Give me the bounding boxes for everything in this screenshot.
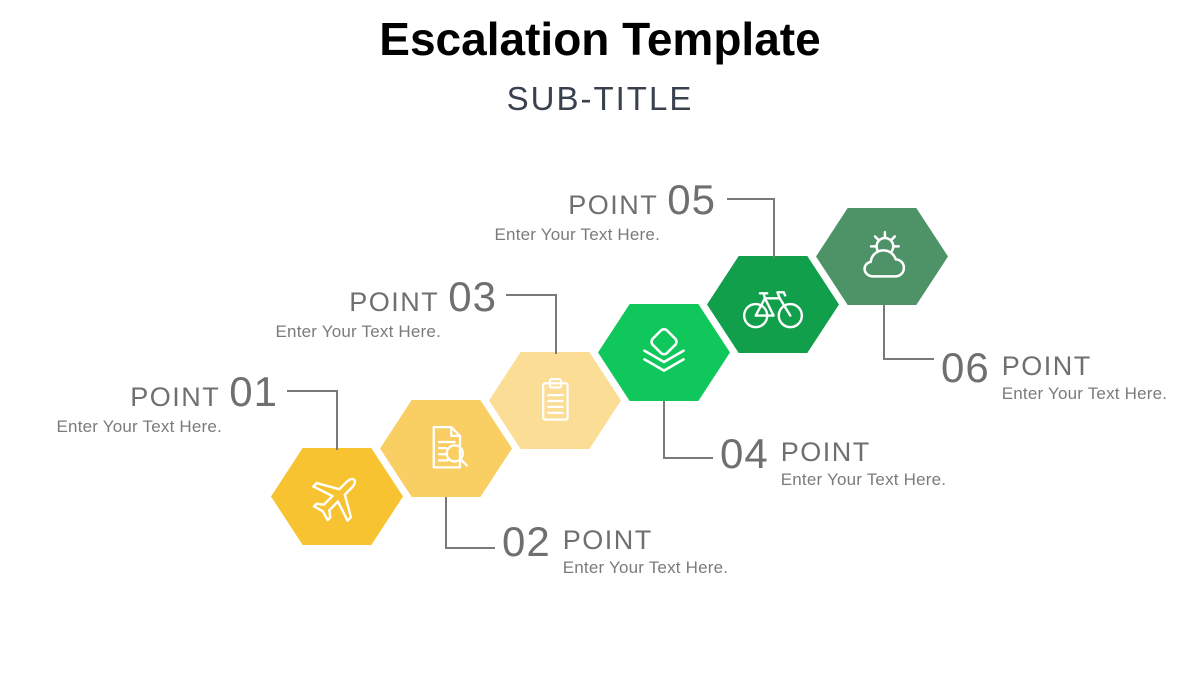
bicycle-icon: [742, 290, 804, 328]
callout-point-2: 02 POINT Enter Your Text Here.: [502, 518, 728, 578]
connector-point-2: [445, 497, 495, 549]
hexagon-step-2: [380, 400, 512, 497]
point-5-heading: POINT 05: [456, 176, 716, 223]
point-2-text: Enter Your Text Here.: [562, 558, 729, 577]
point-5-text: Enter Your Text Here.: [494, 224, 660, 244]
connector-point-3: [506, 294, 557, 354]
hexagon-step-6: [816, 208, 948, 305]
callout-point-4: 04 POINT Enter Your Text Here.: [720, 430, 946, 490]
point-6-label: POINT: [1001, 351, 1092, 381]
point-1-number: 01: [229, 368, 278, 415]
point-3-heading: POINT 03: [237, 273, 497, 320]
point-5-number: 05: [667, 176, 716, 223]
point-4-label: POINT: [780, 437, 871, 467]
point-6-heading: POINT Enter Your Text Here.: [1002, 347, 1167, 404]
clipboard-icon: [542, 377, 569, 421]
document-search-icon: [432, 425, 469, 469]
slide-title: Escalation Template: [379, 13, 821, 65]
point-3-text: Enter Your Text Here.: [275, 321, 441, 341]
airplane-icon: [312, 477, 357, 522]
callout-point-5: POINT 05 Enter Your Text Here.: [456, 176, 716, 245]
hexagon-step-1: [271, 448, 403, 545]
point-1-text: Enter Your Text Here.: [56, 416, 222, 436]
point-2-heading: POINT Enter Your Text Here.: [563, 521, 728, 578]
connector-point-1: [287, 390, 338, 450]
point-4-text: Enter Your Text Here.: [780, 470, 947, 489]
point-2-number: 02: [502, 518, 551, 565]
sun-cloud-icon: [863, 230, 906, 278]
point-6-text: Enter Your Text Here.: [1001, 384, 1168, 403]
callout-point-6: 06 POINT Enter Your Text Here.: [941, 344, 1167, 404]
point-3-number: 03: [448, 273, 497, 320]
hexagon-step-4: [598, 304, 730, 401]
hexagon-step-5: [707, 256, 839, 353]
point-4-heading: POINT Enter Your Text Here.: [781, 433, 946, 490]
connector-point-6: [883, 305, 934, 360]
slide-subtitle: SUB-TITLE: [506, 80, 694, 117]
point-5-label: POINT: [568, 190, 659, 220]
point-3-label: POINT: [349, 287, 440, 317]
callout-point-3: POINT 03 Enter Your Text Here.: [237, 273, 497, 342]
point-1-heading: POINT 01: [18, 368, 278, 415]
connector-point-4: [663, 401, 713, 459]
point-6-number: 06: [941, 344, 990, 391]
point-1-label: POINT: [130, 382, 221, 412]
callout-point-1: POINT 01 Enter Your Text Here.: [18, 368, 278, 437]
point-2-label: POINT: [562, 525, 653, 555]
hexagon-step-3: [489, 352, 621, 449]
layers-icon: [643, 327, 685, 372]
point-4-number: 04: [720, 430, 769, 477]
connector-point-5: [727, 198, 775, 258]
